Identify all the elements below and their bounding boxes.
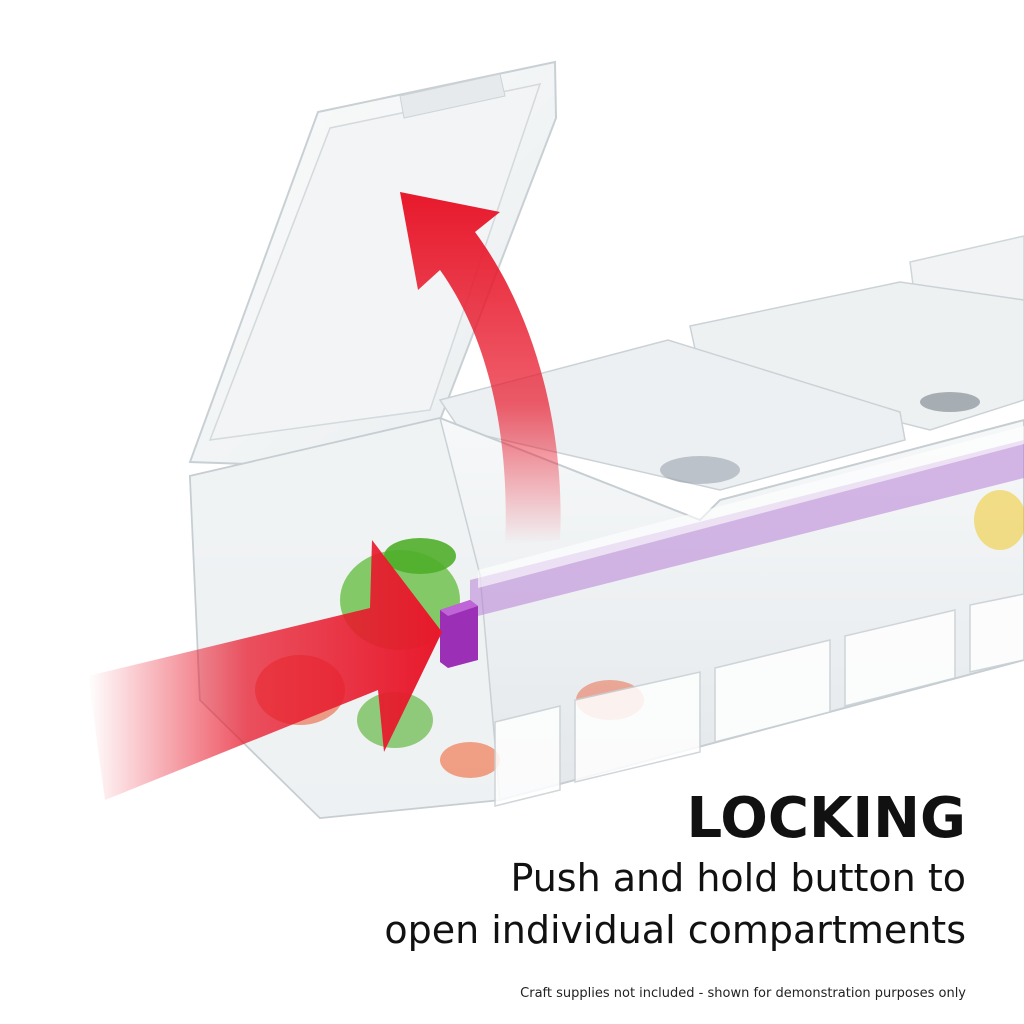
description-line-2: open individual compartments: [384, 908, 966, 952]
headline: LOCKING: [686, 786, 966, 851]
disclaimer: Craft supplies not included - shown for …: [520, 986, 966, 1001]
lock-button: [440, 600, 478, 668]
open-lid: [188, 60, 558, 472]
push-arrow: [88, 540, 442, 800]
description-line-1: Push and hold button to: [510, 856, 966, 900]
open-arrow: [400, 192, 561, 545]
lock-strip: [470, 426, 1024, 618]
